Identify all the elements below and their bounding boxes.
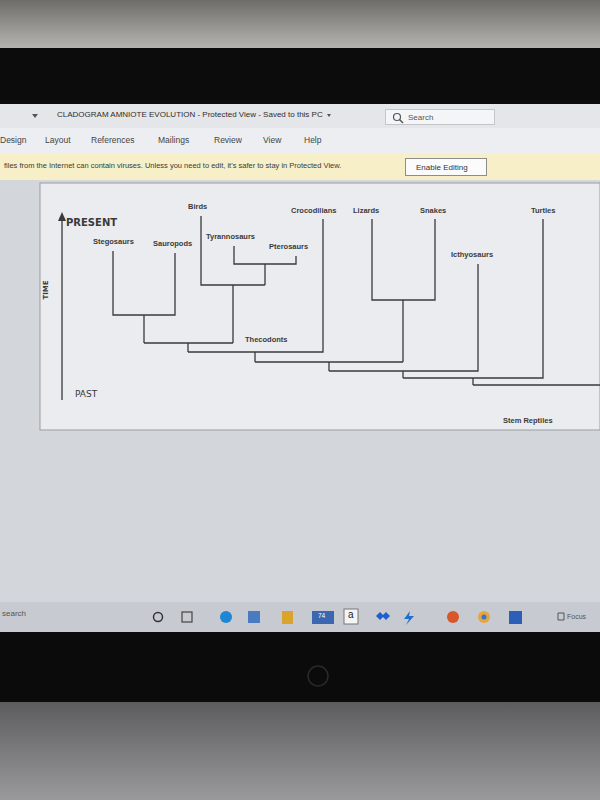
axis-label: TIME (42, 280, 50, 299)
dropdown-arrow (327, 114, 331, 117)
taxon-name: Pterosaurs (269, 243, 308, 252)
taskbar-icon (376, 612, 390, 620)
ribbon-tab: Layout (45, 136, 71, 146)
ancestor-name: Thecodonts (245, 336, 288, 345)
taxon-name: Birds (188, 203, 207, 212)
magnifier-icon (400, 120, 404, 124)
ribbon-tab: References (91, 136, 134, 146)
warning-text: files from the Internet can contain viru… (4, 162, 341, 171)
ribbon-tab: View (263, 136, 281, 146)
taskbar-icon (404, 611, 414, 625)
taxon-name: Tyrannosaurs (206, 233, 255, 242)
ribbon-tabs (0, 128, 600, 154)
search-box: Search (385, 109, 495, 125)
cladogram-frame (40, 183, 600, 430)
taxon-name: Stegosaurs (93, 238, 134, 247)
laptop-body (0, 702, 600, 800)
node-text: Search (408, 113, 433, 122)
magnifier-icon (392, 112, 404, 124)
logo-ring (308, 666, 328, 686)
taskbar-icon (182, 612, 192, 622)
ribbon-tab: Review (214, 136, 242, 146)
enable-editing-button: Enable Editing (405, 158, 487, 176)
taskbar-icon (312, 611, 334, 624)
taxon-name: Turtles (531, 207, 555, 216)
ancestor-name: Stem Reptiles (503, 417, 553, 426)
protected-view-bar (0, 154, 600, 180)
axis-label: PRESENT (66, 217, 117, 229)
focus-label: Focus (567, 613, 586, 621)
taskbar-search-hint: search (2, 609, 26, 618)
axis-arrowhead (58, 212, 66, 221)
app-icon-letter: a (348, 609, 354, 621)
dropdown-arrow (32, 114, 38, 118)
taxon-name: Crocodilians (291, 207, 336, 216)
ribbon-tab: Mailings (158, 136, 189, 146)
cladogram-lines (62, 216, 600, 400)
taskbar-icon (220, 611, 232, 623)
taskbar-icon (478, 611, 490, 623)
taskbar-icon (154, 613, 163, 622)
taskbar-icon (282, 611, 293, 624)
taskbar-icon (447, 611, 459, 623)
room-wall (0, 0, 600, 48)
title-bar (0, 104, 600, 128)
weather-badge: 74 (318, 612, 325, 619)
focus-icon (558, 613, 564, 620)
magnifier-icon (394, 114, 401, 121)
taxon-name: Icthyosaurs (451, 251, 493, 260)
document-area (0, 180, 600, 604)
taskbar-icon (509, 611, 522, 624)
lower-bezel (0, 632, 600, 702)
taskbar-icon (344, 609, 358, 624)
taskbar-icon (482, 615, 487, 620)
taxon-name: Lizards (353, 207, 379, 216)
taskbar-icon (248, 611, 260, 623)
taskbar (0, 602, 600, 632)
taxon-name: Sauropods (153, 240, 192, 249)
window-title: CLADOGRAM AMNIOTE EVOLUTION - Protected … (57, 110, 323, 119)
node-text: Enable Editing (416, 163, 468, 172)
axis-label: PAST (75, 389, 97, 399)
taxon-name: Snakes (420, 207, 446, 216)
ribbon-tab: Design (0, 136, 26, 146)
ribbon-tab: Help (304, 136, 321, 146)
screen-bezel (0, 48, 600, 106)
